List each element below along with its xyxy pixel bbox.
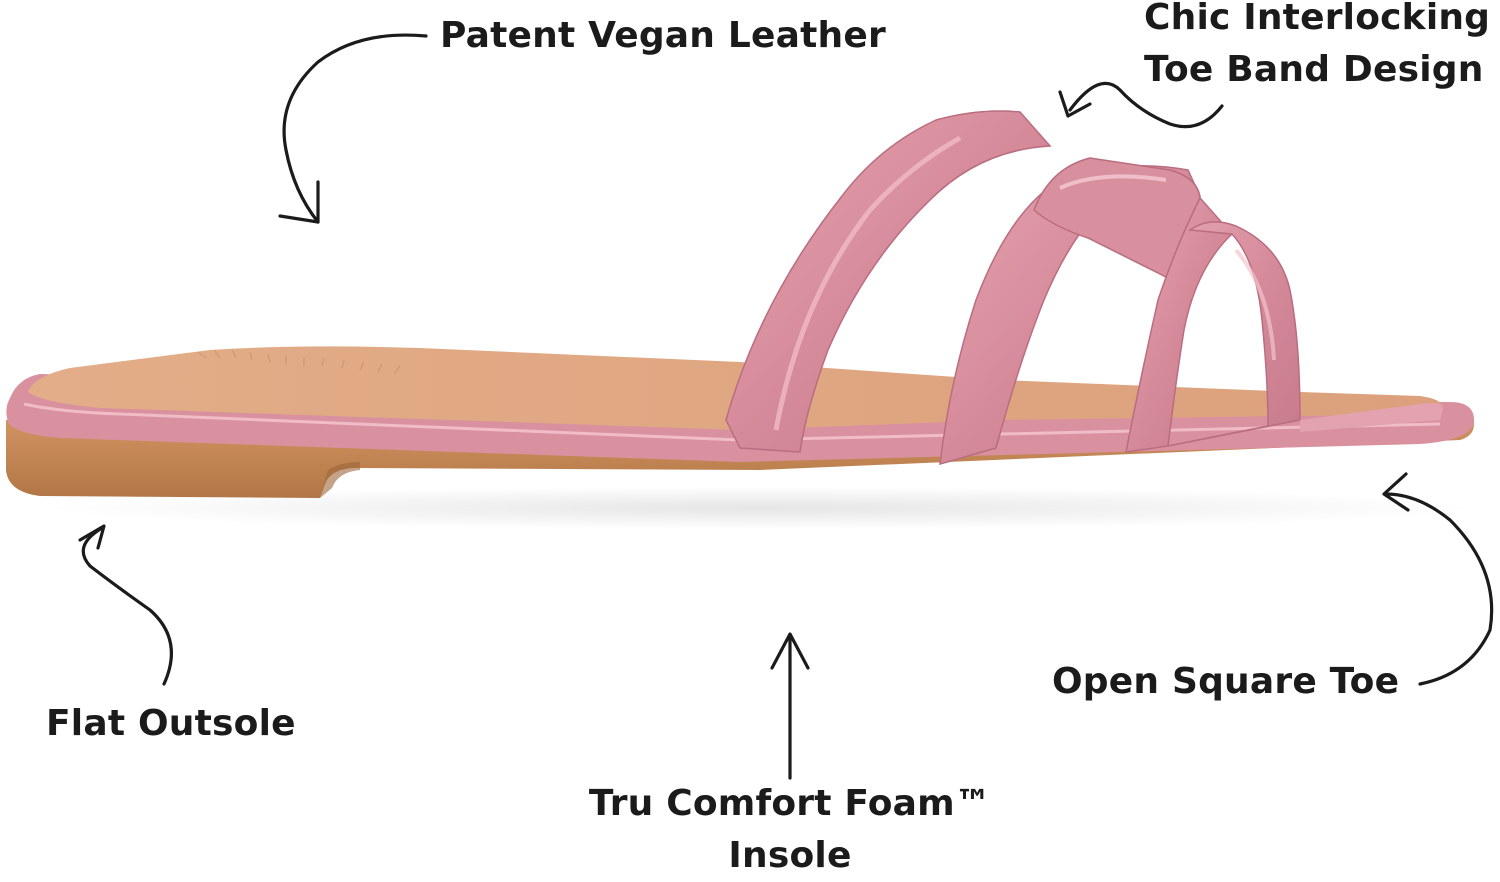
strap-toe-band [1167,221,1301,447]
welt-highlight [23,402,1441,442]
strap-back-highlight [773,135,962,431]
arrow-chic [1058,81,1224,129]
arrow-flat [78,524,173,686]
callout-text-line1: Tru Comfort Foam™ [588,783,992,824]
callout-text-line2: Insole [728,835,852,876]
loop-highlight [1059,174,1167,190]
callout-text-line2: Toe Band Design [1144,49,1484,90]
ground-shadow [40,486,1480,530]
strap-front [1125,196,1234,453]
callout-patent-vegan-leather: Patent Vegan Leather [440,10,886,62]
callout-chic-interlocking-toe-band: Chic Interlocking Toe Band Design [1144,0,1490,96]
square-toe [1300,403,1444,432]
callout-text: Flat Outsole [46,703,296,744]
callout-open-square-toe: Open Square Toe [1052,656,1399,708]
callout-flat-outsole: Flat Outsole [46,698,296,750]
arrow-tru [770,632,810,780]
callout-tru-comfort-foam-insole: Tru Comfort Foam™ Insole [520,778,1060,882]
callout-text-line1: Chic Interlocking [1144,0,1491,38]
callout-text: Patent Vegan Leather [440,15,886,56]
toe-band-highlight [1234,248,1276,361]
insole-brand-emboss [197,349,401,375]
strap-middle [939,165,1202,466]
arrow-open [1382,472,1494,686]
heel-edge [320,462,360,498]
strap-back-band [725,110,1052,453]
callout-text: Open Square Toe [1052,661,1400,702]
arrow-patent [278,33,428,224]
